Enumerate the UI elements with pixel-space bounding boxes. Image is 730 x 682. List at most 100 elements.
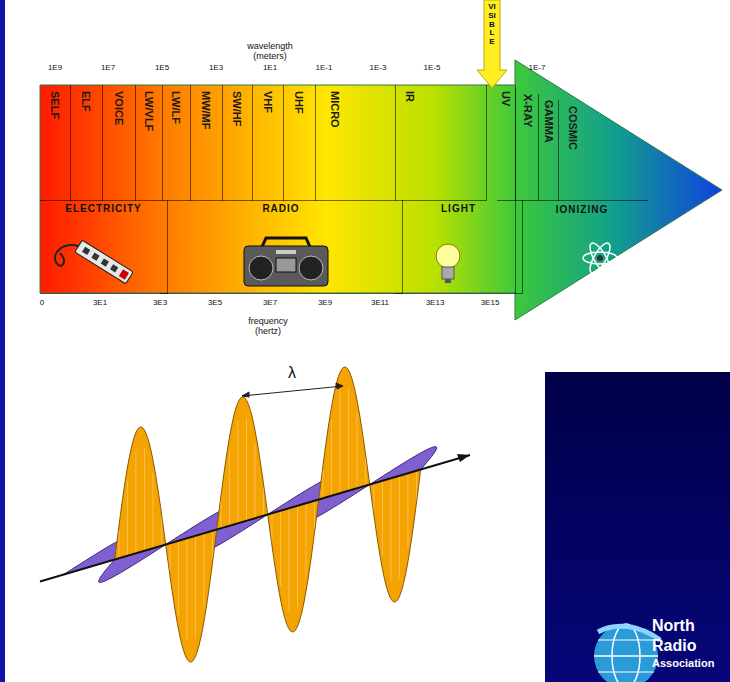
tick-label: 1E-3	[370, 63, 387, 72]
wave-hatching	[152, 473, 153, 548]
tick-label: 1E-5	[424, 63, 441, 72]
wave-hatching	[127, 481, 128, 556]
logo-text: Association	[652, 657, 714, 670]
wave-hatching	[237, 421, 238, 524]
em-wave	[40, 367, 470, 662]
wave-hatching	[212, 531, 213, 559]
power-strip-icon	[51, 232, 133, 301]
tick-label: 1E7	[101, 63, 115, 72]
category-name: RADIO	[160, 200, 402, 214]
axis-title: wavelength (meters)	[239, 41, 301, 62]
light-bulb-icon	[436, 244, 460, 283]
wave-hatching	[254, 443, 255, 518]
category-name: IONIZING	[516, 201, 648, 215]
band-name: X-RAY	[522, 94, 534, 127]
band-marker: VISIBLE	[488, 3, 496, 47]
wave-hatching	[186, 538, 187, 641]
propagation-axis	[40, 455, 470, 582]
tick-label: 3E11	[371, 298, 389, 307]
wave-hatching	[365, 458, 366, 486]
tick-label: 3E5	[208, 298, 222, 307]
tick-label: 3E3	[153, 298, 167, 307]
wave-hatching	[118, 531, 119, 559]
category-box: IONIZING	[515, 200, 648, 294]
wave-hatching	[195, 536, 196, 639]
atom-icon	[583, 240, 617, 275]
radio-icon	[244, 238, 328, 286]
band-name: LW/VLF	[143, 91, 155, 131]
axis-title: frequency (hertz)	[240, 316, 296, 337]
band-name: IR	[404, 91, 416, 102]
wave-hatching	[161, 518, 162, 546]
visible-arrow	[477, 0, 507, 88]
category-name: ELECTRICITY	[40, 200, 167, 214]
wavelength-marker	[242, 383, 343, 397]
tick-label: 3E15	[481, 298, 500, 307]
band-cell: X-RAY	[515, 88, 539, 201]
wave-hatching	[271, 513, 272, 541]
band-cell: COSMIC	[558, 100, 587, 201]
wave-hatching	[297, 506, 298, 609]
band-name: UV	[500, 91, 512, 106]
band-name: MICRO	[329, 91, 341, 128]
band-name: GAMMA	[543, 100, 555, 143]
wave-hatching	[322, 471, 323, 499]
band-name: SELF	[49, 91, 61, 119]
logo-text: North	[652, 617, 695, 635]
globe-logo	[594, 624, 660, 682]
tick-label: 0	[40, 298, 44, 307]
band-cell: VOICE	[102, 85, 136, 201]
tick-label: 1E9	[48, 63, 62, 72]
wave-hatching	[220, 501, 221, 529]
wave-hatching	[382, 481, 383, 556]
wave-hatching	[178, 541, 179, 616]
wave-hatching	[246, 418, 247, 521]
tick-label: 1E1	[263, 63, 277, 72]
band-cell: LW/VLF	[135, 85, 163, 201]
band-cell: MW/MF	[190, 85, 223, 201]
wave-hatching	[169, 543, 170, 571]
band-cell: SW/HF	[222, 85, 253, 201]
category-box: RADIO	[160, 200, 403, 294]
band-cell: MICRO	[315, 85, 396, 201]
tick-label: 1E-1	[316, 63, 333, 72]
logo-text: Radio	[652, 637, 696, 655]
band-cell: LW/LF	[162, 85, 191, 201]
category-name: LIGHT	[395, 200, 522, 214]
band-cell: UHF	[283, 85, 316, 201]
tick-label: 1E3	[209, 63, 223, 72]
band-cell: UV	[497, 85, 516, 201]
spectrum-arrow	[40, 60, 722, 320]
wave-hatching	[288, 508, 289, 611]
band-name: MW/MF	[200, 91, 212, 129]
wave-hatching	[356, 413, 357, 488]
tick-label: 1E5	[155, 63, 169, 72]
axis-arrowhead	[457, 454, 470, 462]
tick-label: 1E-7	[529, 63, 546, 72]
band-name: VOICE	[113, 91, 125, 125]
tick-label: 3E13	[426, 298, 445, 307]
category-box: LIGHT	[395, 200, 523, 294]
tick-label: 3E7	[263, 298, 277, 307]
band-name: SW/HF	[231, 91, 243, 126]
wavelength-symbol: λ	[288, 364, 296, 382]
wave-hatching	[229, 451, 230, 526]
wave-hatching	[339, 391, 340, 494]
band-cell: ELF	[70, 85, 103, 201]
band-cell: IR	[395, 85, 487, 201]
wave-hatching	[399, 476, 400, 579]
wave-hatching	[263, 488, 264, 516]
wave-hatching	[203, 533, 204, 608]
wave-hatching	[305, 503, 306, 578]
wave-hatching	[416, 471, 417, 499]
band-name: ELF	[80, 91, 92, 112]
wave-hatching	[331, 421, 332, 496]
wave-hatching	[135, 451, 136, 554]
white-panel	[5, 0, 730, 372]
wave-hatching	[407, 473, 408, 548]
wave-hatching	[314, 501, 315, 529]
band-cell: SELF	[40, 85, 71, 201]
wave-hatching	[280, 511, 281, 586]
category-box: ELECTRICITY	[40, 200, 168, 294]
